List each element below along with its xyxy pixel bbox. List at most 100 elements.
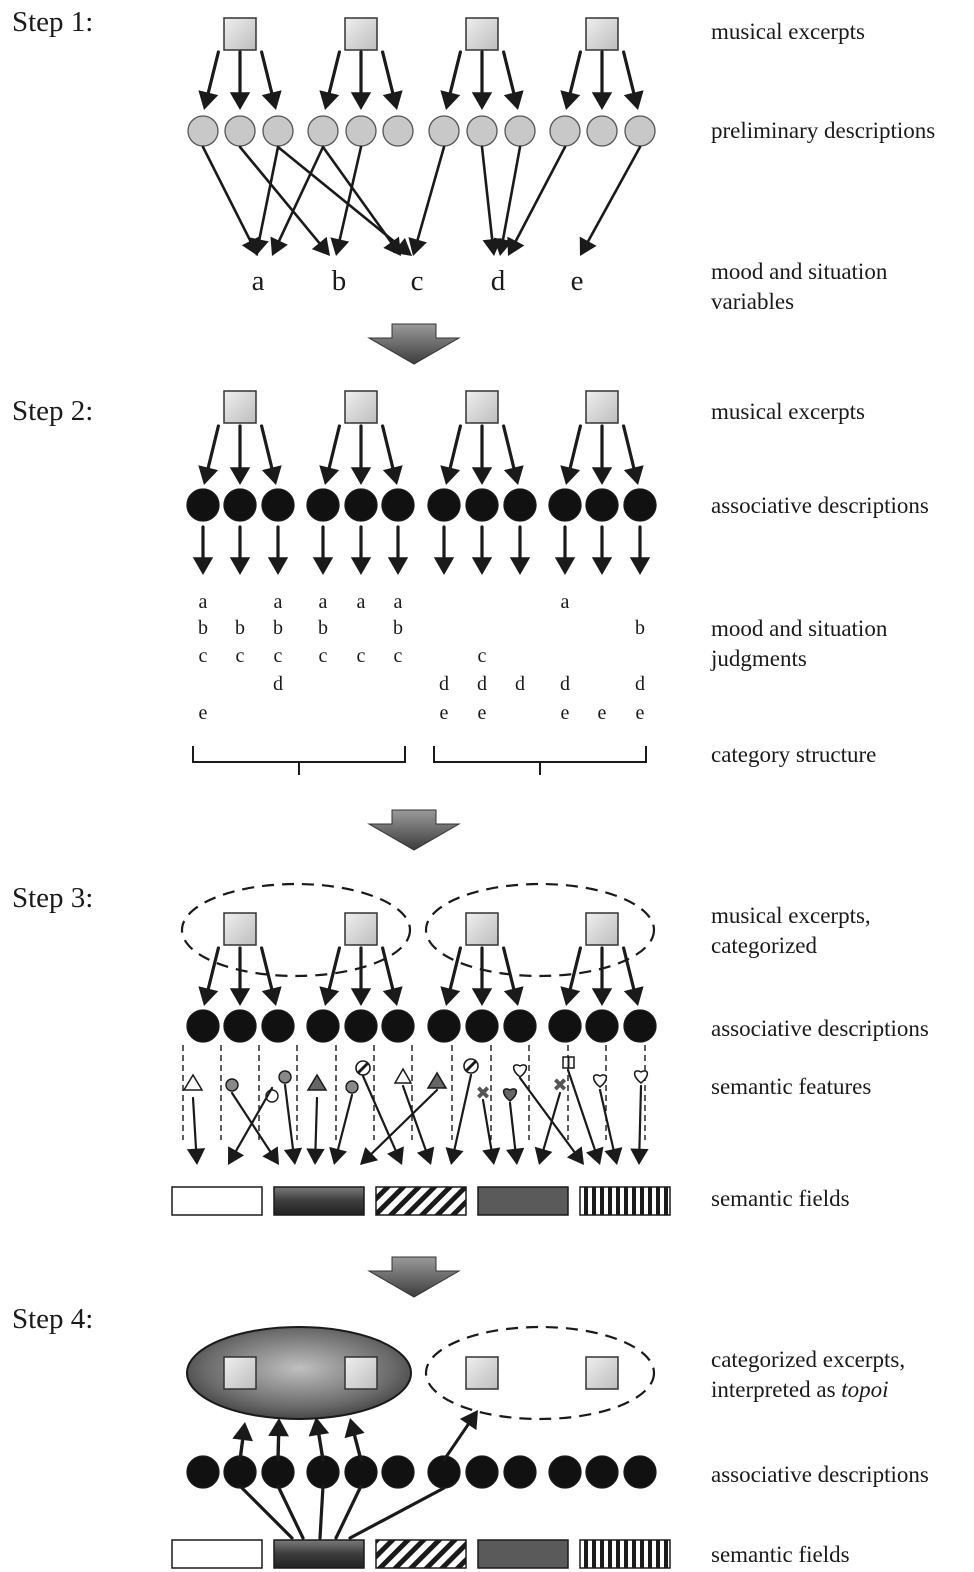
judgment-e: e	[440, 702, 449, 724]
step2-description-circle	[186, 488, 220, 522]
step1-mapping-arrow-head	[311, 236, 330, 256]
step-2-label: Step 2:	[12, 395, 94, 427]
step4-description-circle	[503, 1455, 537, 1489]
step3-field-arrow-head	[306, 1148, 325, 1165]
step3-excerpt-arrow-head	[382, 986, 403, 1006]
step3-semantic-field-2	[273, 1186, 365, 1216]
step2-description-circle	[465, 488, 499, 522]
step3-field-arrow-shaft	[314, 1096, 319, 1150]
label-topoi-word: topoi	[841, 1377, 889, 1402]
step2-description-circle	[223, 488, 257, 522]
step3-excerpt-arrow-head	[350, 988, 372, 1006]
feature-triangle-icon	[393, 1067, 413, 1084]
step1-mapping-arrow-head	[579, 236, 597, 256]
judgment-c: c	[274, 645, 283, 667]
step4-excerpt-square	[223, 1356, 257, 1390]
step3-excerpt-arrow-head	[440, 986, 461, 1006]
step2-judgment-arrow-head	[471, 557, 493, 575]
feature-slash-mark	[464, 1059, 478, 1073]
feature-triangle-icon	[426, 1071, 448, 1089]
step3-excerpt-arrow-head	[623, 986, 644, 1006]
step4-field-link	[276, 1484, 305, 1540]
feature-slash-mark	[356, 1061, 370, 1075]
judgment-a: a	[394, 591, 403, 613]
step4-field-link	[334, 1484, 363, 1540]
step2-judgment-arrow-head	[554, 557, 576, 575]
topos-ellipse-dashed	[424, 1325, 656, 1421]
step4-topos-arrow-head	[344, 1418, 365, 1439]
step3-field-arrow-shaft	[370, 1088, 439, 1155]
variable-a: a	[252, 265, 265, 297]
step1-mapping-arrow-head	[270, 236, 288, 256]
step3-field-arrow-shaft	[481, 1098, 493, 1151]
step1-excerpt-arrow-head	[440, 90, 461, 110]
judgment-a: a	[357, 591, 366, 613]
step1-description-circle	[262, 115, 294, 147]
step1-mapping-arrow-head	[507, 236, 525, 256]
step2-judgment-arrow-head	[312, 557, 334, 575]
variable-e: e	[571, 265, 584, 297]
step2-judgment-arrow-head	[387, 557, 409, 575]
feature-cross-icon: ✖	[552, 1075, 567, 1096]
step2-excerpt-arrow-head	[261, 465, 282, 485]
step3-semantic-field-5	[579, 1186, 671, 1216]
feature-triangle-icon	[182, 1073, 204, 1091]
step1-excerpt-arrow-shaft	[206, 50, 220, 95]
step1-excerpt-square	[344, 17, 378, 51]
step3-field-arrow-head	[506, 1147, 525, 1165]
judgment-a: a	[274, 591, 283, 613]
step1-mapping-arrow-shaft	[416, 145, 446, 242]
step4-topos-arrow-head	[459, 1410, 478, 1431]
step2-excerpt-arrow-shaft	[448, 424, 462, 470]
step3-excerpt-arrow-shaft	[448, 946, 462, 991]
step3-excerpt-arrow-shaft	[381, 946, 395, 991]
step2-excerpt-arrow-head	[229, 467, 251, 485]
step2-judgment-arrow-head	[350, 557, 372, 575]
step2-judgment-arrow-head	[629, 557, 651, 575]
step2-description-circle	[381, 488, 415, 522]
step4-field-link	[238, 1484, 294, 1540]
step1-mapping-arrow-shaft	[586, 145, 642, 243]
step3-field-arrow-shaft	[542, 1091, 562, 1151]
step1-excerpt-arrow-shaft	[502, 50, 516, 95]
feature-heart-icon	[512, 1064, 528, 1078]
judgment-c: c	[478, 645, 487, 667]
step3-excerpt-arrow-shaft	[568, 946, 583, 991]
step4-excerpt-square	[465, 1356, 499, 1390]
step1-mapping-arrow-shaft	[338, 145, 363, 241]
step3-description-circle	[261, 1009, 295, 1043]
label-line: variables	[711, 289, 795, 314]
step3-excerpt-square	[465, 912, 499, 946]
step1-mapping-arrow-head	[383, 236, 401, 256]
step2-excerpt-arrow-shaft	[502, 424, 516, 470]
step3-excerpt-arrow-head	[261, 986, 282, 1006]
feature-triangle-icon	[306, 1073, 328, 1091]
step1-description-circle	[345, 115, 377, 147]
step1-mapping-arrow-head	[408, 237, 427, 256]
step3-field-arrow-shaft	[566, 1068, 596, 1151]
step4-semantic-field-3	[375, 1539, 467, 1569]
step3-field-arrow-shaft	[638, 1084, 643, 1150]
step1-description-circle	[224, 115, 256, 147]
step2-description-circle	[427, 488, 461, 522]
step1-mapping-arrow-shaft	[321, 145, 393, 244]
step2-excerpt-arrow-shaft	[260, 424, 274, 470]
step2-judgment-arrow-head	[229, 557, 251, 575]
step3-field-arrow-head	[329, 1146, 347, 1165]
step-1-label: Step 1:	[12, 6, 94, 38]
step1-excerpt-arrow-head	[261, 90, 282, 110]
step1-description-circle	[549, 115, 581, 147]
step3-description-circle	[344, 1009, 378, 1043]
label-associative-descriptions-2: associative descriptions	[711, 493, 929, 518]
label-line: categorized excerpts,	[711, 1347, 906, 1372]
feature-heart-icon	[502, 1088, 518, 1102]
topos-ellipse-filled	[186, 1326, 412, 1420]
step4-semantic-field-2	[273, 1539, 365, 1569]
step2-description-circle	[261, 488, 295, 522]
step3-description-circle	[503, 1009, 537, 1043]
step3-field-arrow-head	[228, 1146, 245, 1165]
step3-field-arrow-head	[387, 1146, 404, 1165]
step3-field-arrow-head	[186, 1148, 206, 1165]
step3-field-arrow-head	[360, 1147, 379, 1165]
label-semantic-fields-4: semantic fields	[711, 1542, 850, 1567]
